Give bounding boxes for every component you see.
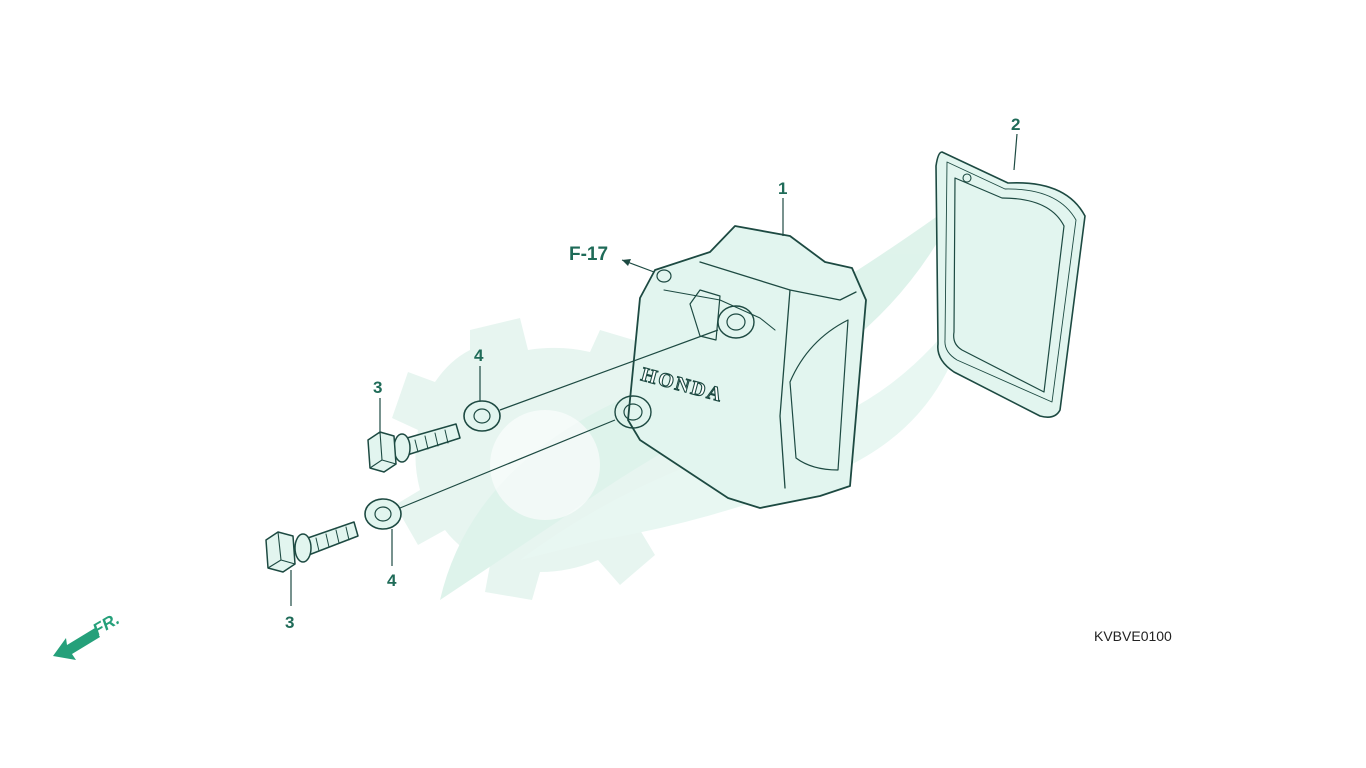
callout-bolt-upper: 3 bbox=[373, 378, 382, 397]
callout-leaders bbox=[290, 133, 1018, 606]
callout-washer-upper: 4 bbox=[474, 346, 484, 365]
front-arrow-icon bbox=[53, 628, 100, 660]
callout-gasket: 2 bbox=[1011, 115, 1020, 134]
callout-cover: 1 bbox=[778, 179, 787, 198]
diagram-code: KVBVE0100 bbox=[1094, 628, 1172, 644]
watermark-leaf-2 bbox=[520, 300, 970, 560]
front-direction-indicator: FR. bbox=[53, 609, 123, 660]
callout-washer-lower: 4 bbox=[387, 571, 397, 590]
callout-bolt-lower: 3 bbox=[285, 613, 294, 632]
washer-upper-part-4 bbox=[463, 400, 501, 432]
assembly-guide-lines bbox=[399, 259, 719, 509]
reference-link-label[interactable]: F-17 bbox=[569, 244, 608, 265]
gasket-part-2 bbox=[935, 151, 1086, 418]
cylinder-head-cover-part-1: HONDA bbox=[614, 225, 867, 509]
washer-lower-part-4 bbox=[364, 498, 402, 530]
reference-arrow-icon bbox=[622, 259, 631, 266]
bolt-upper-part-3 bbox=[367, 423, 461, 473]
bolt-lower-part-3 bbox=[265, 521, 359, 573]
